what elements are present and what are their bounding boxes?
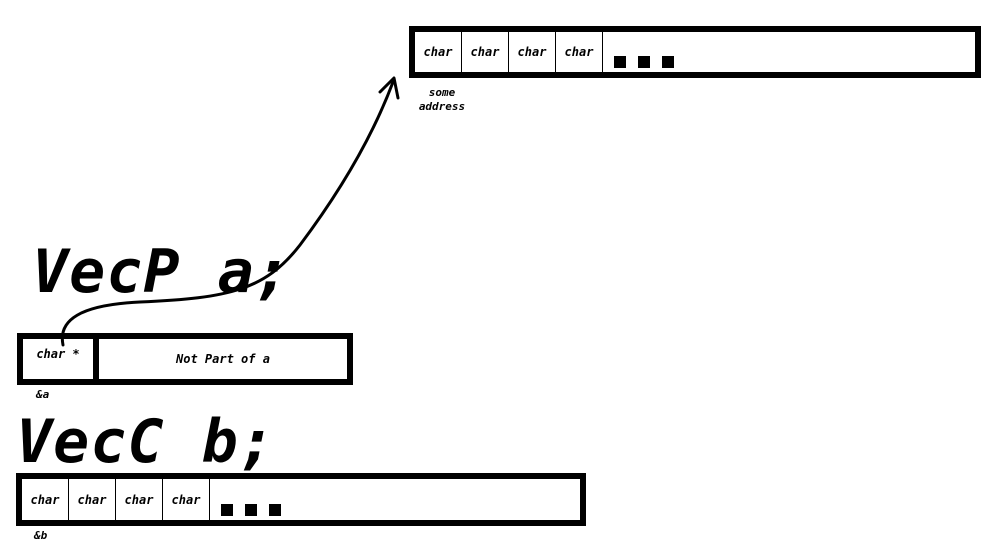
heap-cell: char bbox=[556, 32, 603, 72]
vecc-cell: char bbox=[69, 479, 116, 520]
dot bbox=[221, 504, 233, 516]
heap-cell: char bbox=[509, 32, 556, 72]
vecp-address-label: &a bbox=[36, 388, 50, 401]
vecc-declaration: VecC b; bbox=[16, 407, 276, 477]
heap-char-array: char char char char bbox=[409, 26, 981, 78]
ellipsis-dots bbox=[603, 32, 674, 72]
dot bbox=[662, 56, 674, 68]
dot bbox=[269, 504, 281, 516]
heap-cells: char char char char bbox=[415, 32, 674, 72]
not-part-label: Not Part of a bbox=[176, 352, 270, 366]
heap-address-label: some address bbox=[418, 86, 466, 113]
dot bbox=[614, 56, 626, 68]
vecc-char-array: char char char char bbox=[16, 473, 586, 526]
vecp-memory: char * Not Part of a bbox=[17, 333, 353, 385]
heap-cell: char bbox=[415, 32, 462, 72]
dot bbox=[245, 504, 257, 516]
vecc-cell: char bbox=[163, 479, 210, 520]
dot bbox=[638, 56, 650, 68]
vecp-declaration: VecP a; bbox=[32, 237, 292, 307]
heap-cell: char bbox=[462, 32, 509, 72]
vecc-cell: char bbox=[116, 479, 163, 520]
ellipsis-dots bbox=[210, 479, 281, 520]
pointer-arrow-head bbox=[378, 76, 400, 100]
pointer-cell: char * bbox=[23, 339, 99, 379]
vecc-cell: char bbox=[22, 479, 69, 520]
vecc-cells: char char char char bbox=[22, 479, 281, 520]
vecc-address-label: &b bbox=[34, 529, 48, 542]
